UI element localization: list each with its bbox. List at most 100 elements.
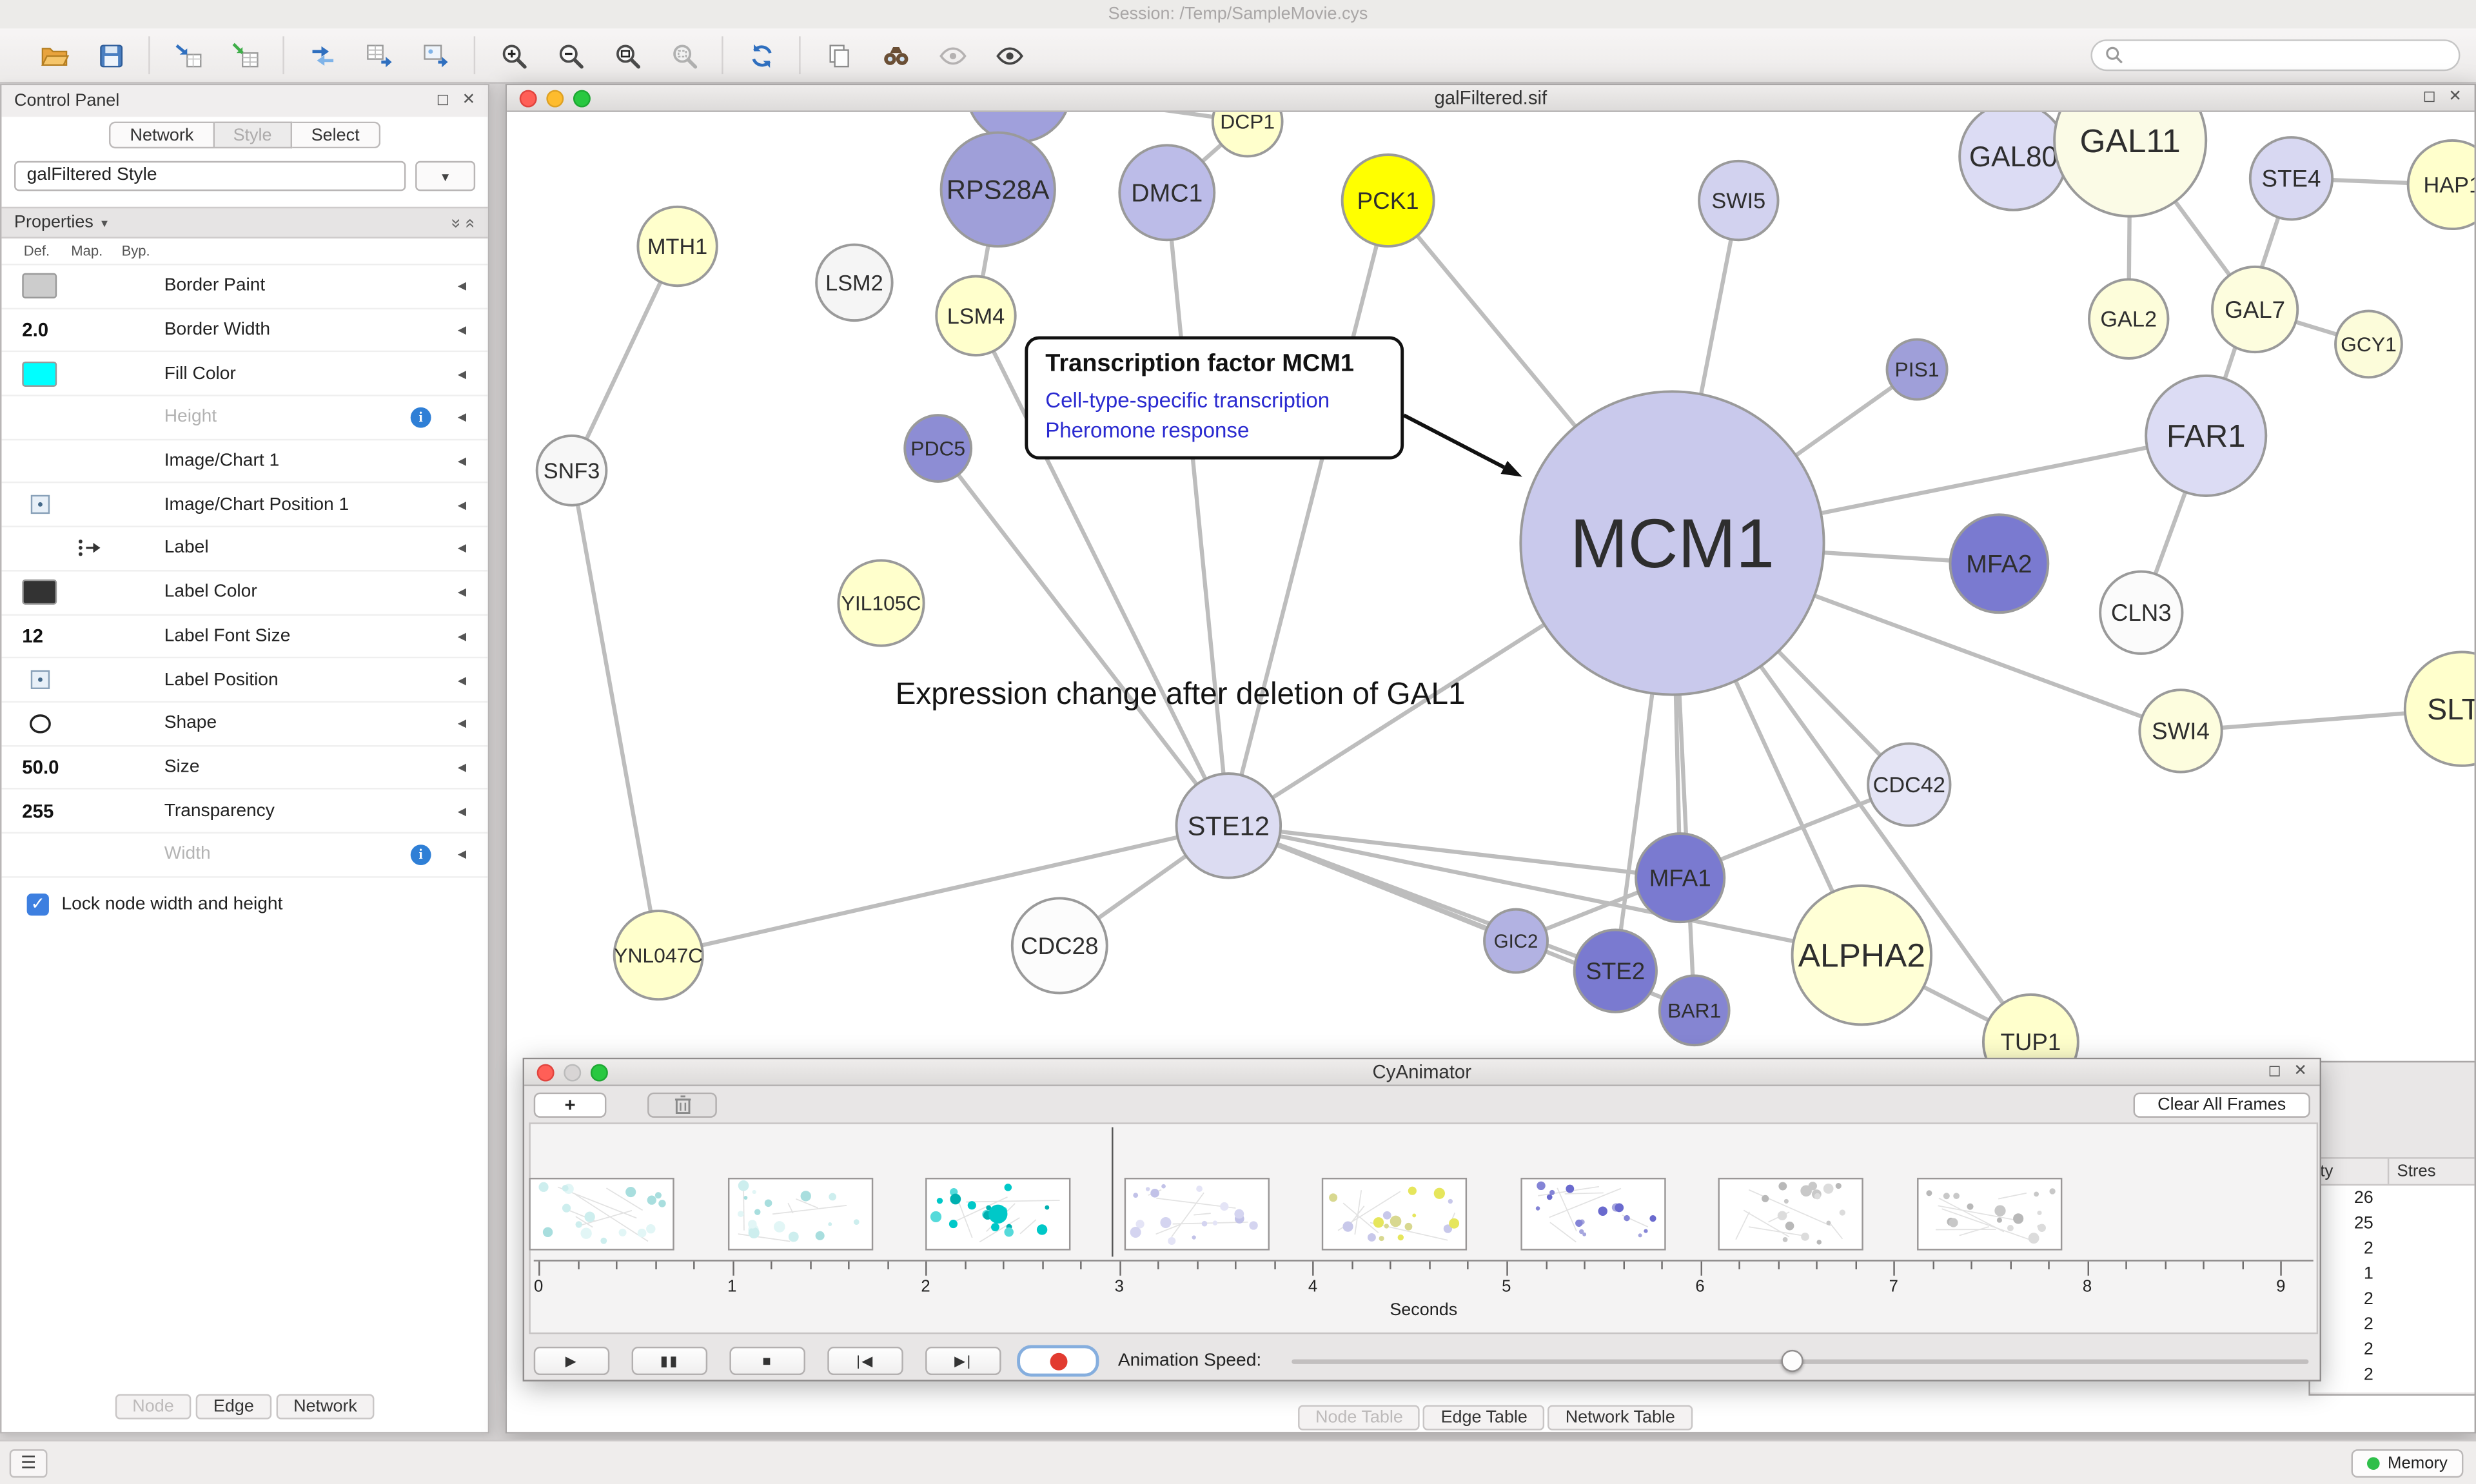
table-row[interactable]: 2 [2310, 1312, 2475, 1337]
zoom-selected-icon[interactable] [665, 36, 703, 74]
network-node-gal11[interactable]: GAL11 [2053, 112, 2208, 218]
hide-selected-icon[interactable] [933, 36, 971, 74]
search-network-icon[interactable] [876, 36, 914, 74]
tab-network-table[interactable]: Network Table [1548, 1405, 1693, 1430]
minimize-window-button[interactable] [564, 1063, 582, 1081]
network-node-gic2[interactable]: GIC2 [1483, 908, 1549, 974]
play-button[interactable]: ▶ [533, 1346, 610, 1376]
network-node-dcp1[interactable]: DCP1 [1211, 112, 1284, 158]
table-row[interactable]: 2 [2310, 1362, 2475, 1387]
network-node-gal7[interactable]: GAL7 [2211, 265, 2299, 354]
tab-network[interactable]: Network [109, 121, 215, 149]
bypass-cell[interactable] [119, 271, 163, 302]
tab-edge[interactable]: Edge [195, 1394, 271, 1420]
bypass-cell[interactable] [119, 446, 163, 476]
mcm1-annotation[interactable]: Transcription factor MCM1 Cell-type-spec… [1025, 336, 1404, 460]
bypass-cell[interactable] [119, 315, 163, 346]
network-node-alpha2[interactable]: ALPHA2 [1791, 884, 1933, 1026]
slider-handle[interactable] [1781, 1349, 1803, 1372]
tab-node-table[interactable]: Node Table [1298, 1405, 1420, 1430]
default-value-cell[interactable] [17, 446, 62, 476]
mapping-cell[interactable] [68, 752, 112, 783]
table-row[interactable]: 2 [2310, 1287, 2475, 1312]
bypass-cell[interactable] [119, 490, 163, 520]
property-row[interactable]: Label◄ [1, 527, 488, 572]
import-network-icon[interactable] [169, 36, 207, 74]
tab-network[interactable]: Network [276, 1394, 375, 1420]
expand-row-icon[interactable]: ◄ [455, 628, 469, 644]
search-field[interactable] [2090, 39, 2461, 72]
bypass-cell[interactable] [119, 796, 163, 826]
expand-row-icon[interactable]: ◄ [455, 672, 469, 688]
style-dropdown[interactable]: galFiltered Style [14, 161, 406, 191]
delete-frame-button[interactable] [647, 1091, 717, 1117]
default-value-cell[interactable]: 12 [22, 625, 44, 647]
network-node-gal80[interactable]: GAL80 [1958, 112, 2068, 211]
table-row[interactable]: 1 [2310, 1262, 2475, 1287]
close-icon[interactable]: ✕ [2294, 1062, 2307, 1080]
chevron-down-icon[interactable]: ▾ [415, 161, 476, 191]
expand-row-icon[interactable]: ◄ [455, 715, 469, 732]
bypass-cell[interactable] [119, 534, 163, 564]
network-node-cln3[interactable]: CLN3 [2099, 570, 2184, 655]
table-row[interactable]: 2 [2310, 1236, 2475, 1262]
property-row[interactable]: Image/Chart 1◄ [1, 440, 488, 484]
table-row[interactable]: 25 [2310, 1211, 2475, 1236]
property-row[interactable]: Border Paint◄ [1, 265, 488, 309]
network-node-snf3[interactable]: SNF3 [535, 434, 608, 507]
expand-row-icon[interactable]: ◄ [455, 322, 469, 338]
network-node-yil105c[interactable]: YIL105C [837, 559, 925, 647]
network-node-pdc5[interactable]: PDC5 [903, 414, 973, 483]
network-node-bar1[interactable]: BAR1 [1658, 974, 1731, 1047]
network-node-lsm2[interactable]: LSM2 [815, 243, 894, 322]
mapping-cell[interactable] [68, 271, 112, 302]
bypass-cell[interactable] [119, 839, 163, 870]
zoom-window-button[interactable] [573, 89, 591, 107]
bypass-cell[interactable] [119, 577, 163, 607]
expand-row-icon[interactable]: ◄ [455, 540, 469, 557]
minimize-window-button[interactable] [546, 89, 564, 107]
network-node-ynl047c[interactable]: YNL047C [613, 910, 704, 1001]
network-node-pck1[interactable]: PCK1 [1341, 153, 1435, 248]
clear-all-frames-button[interactable]: Clear All Frames [2133, 1091, 2310, 1117]
show-all-icon[interactable] [990, 36, 1028, 74]
table-column-2[interactable]: Stres [2397, 1162, 2436, 1181]
property-row[interactable]: Fill Color◄ [1, 353, 488, 396]
float-window-icon[interactable]: ◻ [2422, 88, 2436, 106]
mapping-cell[interactable] [68, 839, 112, 870]
copy-icon[interactable] [820, 36, 858, 74]
tab-node[interactable]: Node [115, 1394, 192, 1420]
mapping-cell[interactable] [68, 665, 112, 695]
bypass-cell[interactable] [119, 358, 163, 389]
mapping-cell[interactable] [68, 796, 112, 826]
frame-thumbnail-0[interactable] [529, 1177, 674, 1251]
expand-row-icon[interactable]: ◄ [455, 759, 469, 776]
network-node-dmc1[interactable]: DMC1 [1118, 144, 1216, 242]
mapping-cell[interactable] [68, 446, 112, 476]
export-image-icon[interactable] [417, 36, 455, 74]
tab-select[interactable]: Select [292, 121, 380, 149]
network-node-swi5[interactable]: SWI5 [1698, 159, 1780, 242]
refresh-layout-icon[interactable] [742, 36, 780, 74]
expand-row-icon[interactable]: ◄ [455, 803, 469, 819]
add-frame-button[interactable]: + [533, 1091, 607, 1117]
bypass-cell[interactable] [119, 708, 163, 739]
export-table-icon[interactable] [360, 36, 398, 74]
network-node-mcm1[interactable]: MCM1 [1519, 390, 1825, 696]
network-node-cdc28[interactable]: CDC28 [1010, 897, 1108, 995]
property-row[interactable]: Shape◄ [1, 702, 488, 747]
network-node-swi4[interactable]: SWI4 [2138, 688, 2223, 774]
network-node-ste12[interactable]: STE12 [1175, 772, 1282, 879]
default-value-cell[interactable] [17, 577, 62, 607]
expand-row-icon[interactable]: ◄ [455, 584, 469, 600]
export-network-icon[interactable] [303, 36, 341, 74]
lock-size-row[interactable]: ✓ Lock node width and height [1, 877, 487, 915]
network-node-gcy1[interactable]: GCY1 [2334, 309, 2403, 379]
mapping-cell[interactable] [68, 402, 112, 433]
expand-row-icon[interactable]: ◄ [455, 453, 469, 469]
table-column-1[interactable]: ity [2310, 1158, 2390, 1184]
